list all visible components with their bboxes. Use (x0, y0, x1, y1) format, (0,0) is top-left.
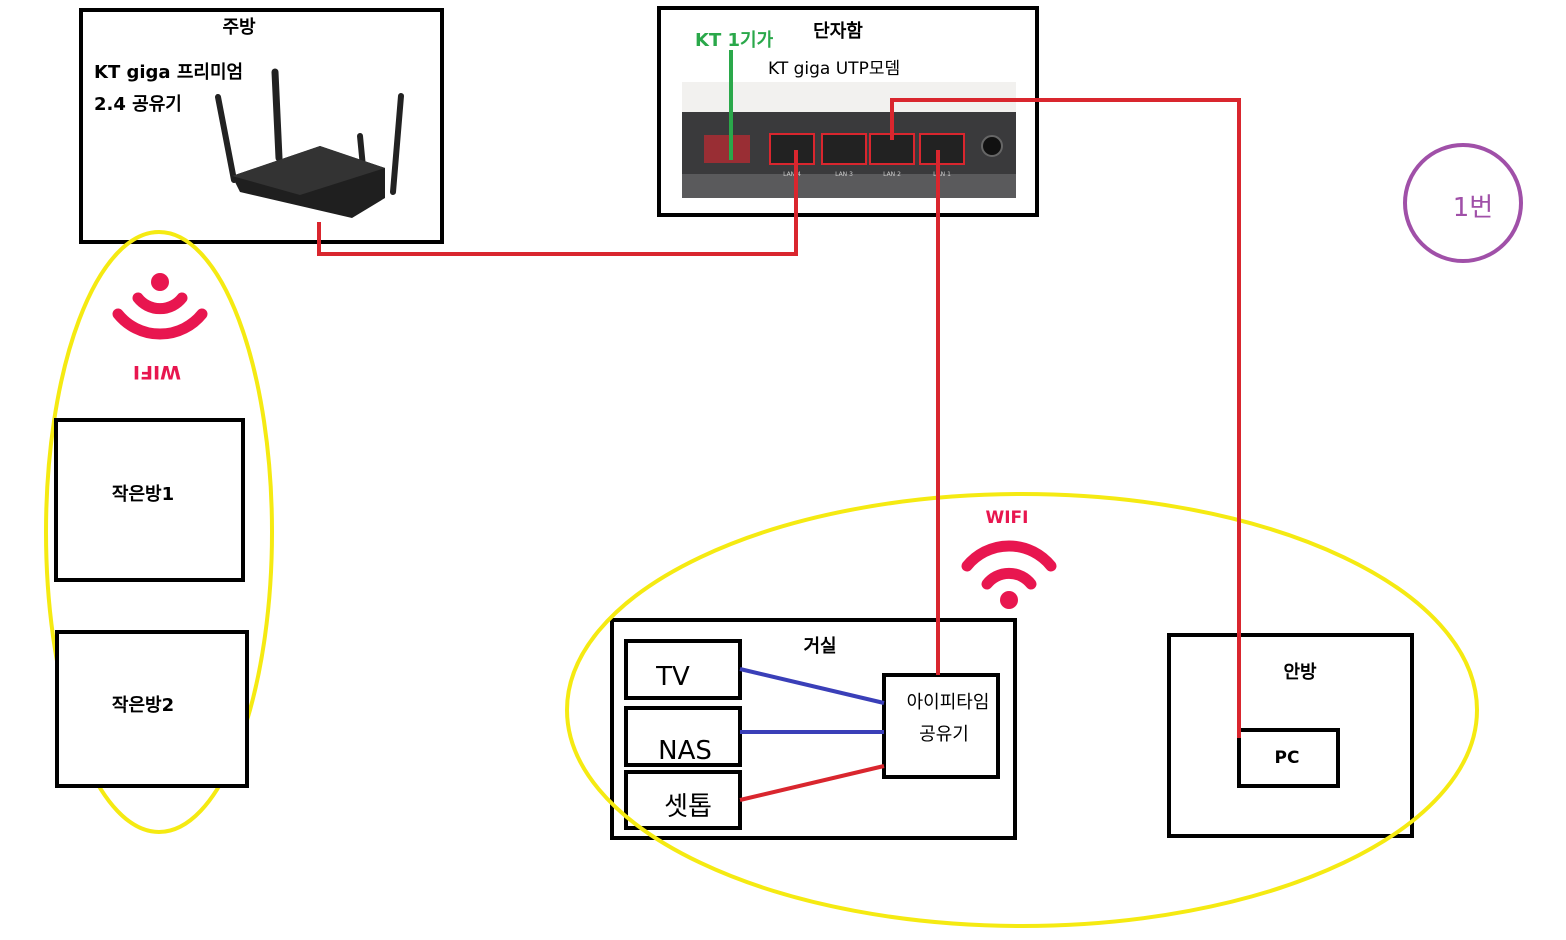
kt-line-label: KT 1기가 (695, 30, 774, 51)
iptime-label-2: 공유기 (919, 724, 969, 745)
port-lan2-label: LAN 2 (883, 171, 901, 178)
kitchen-router-label-2: 2.4 공유기 (94, 94, 182, 115)
wifi-label-left: WIFI (133, 361, 181, 383)
settop-label: 셋톱 (664, 792, 712, 822)
port-lan1-label: LAN 1 (933, 171, 951, 178)
pc-box (1237, 728, 1340, 788)
badge-1: 1번 (1403, 143, 1523, 263)
tv-box (624, 639, 742, 700)
master-room: 안방 PC (1167, 633, 1414, 838)
small-room-1-box (54, 418, 245, 582)
terminal-box-title: 단자함 (813, 20, 863, 42)
small-room-1-label: 작은방1 (112, 484, 174, 505)
cable-kitchen-router (317, 150, 798, 256)
iptime-label-1: 아이피타임 (907, 692, 990, 713)
modem-label: KT giga UTP모뎀 (768, 59, 900, 79)
living-room: 거실 TV NAS 셋톱 아이피타임 공유기 (610, 618, 1017, 840)
settop-box (624, 770, 742, 830)
badge-label: 1번 (1453, 193, 1493, 223)
kitchen-title: 주방 (222, 17, 256, 38)
small-room-2-box (55, 630, 249, 788)
kitchen-room: 주방 KT giga 프리미엄 2.4 공유기 (79, 8, 444, 244)
nas-box (624, 706, 742, 767)
terminal-box: 단자함 KT 1기가 KT giga UTP모뎀 LAN 4 LAN 3 LAN… (657, 6, 1039, 217)
living-room-title: 거실 (803, 636, 836, 657)
router-icon (215, 68, 404, 218)
kitchen-router-label-1: KT giga 프리미엄 (94, 62, 243, 83)
port-lan3-label: LAN 3 (835, 171, 853, 178)
wifi-label-main: WIFI (985, 508, 1028, 528)
master-room-title: 안방 (1283, 662, 1317, 683)
kitchen-box (79, 8, 444, 244)
tv-cable (739, 667, 885, 705)
wifi-icon-left (112, 273, 208, 340)
nas-label: NAS (658, 736, 712, 766)
wifi-zone-main (565, 492, 1479, 928)
cable-master-pc (890, 98, 1241, 738)
port-lan4-label: LAN 4 (783, 171, 801, 178)
wifi-icon-main (961, 540, 1057, 609)
iptime-router-box (882, 673, 1000, 779)
tv-label: TV (655, 662, 690, 692)
settop-cable (739, 764, 885, 802)
wifi-zone-left (44, 230, 274, 834)
badge-circle (1403, 143, 1523, 263)
pc-label: PC (1275, 748, 1300, 768)
small-room-2-label: 작은방2 (112, 695, 174, 716)
